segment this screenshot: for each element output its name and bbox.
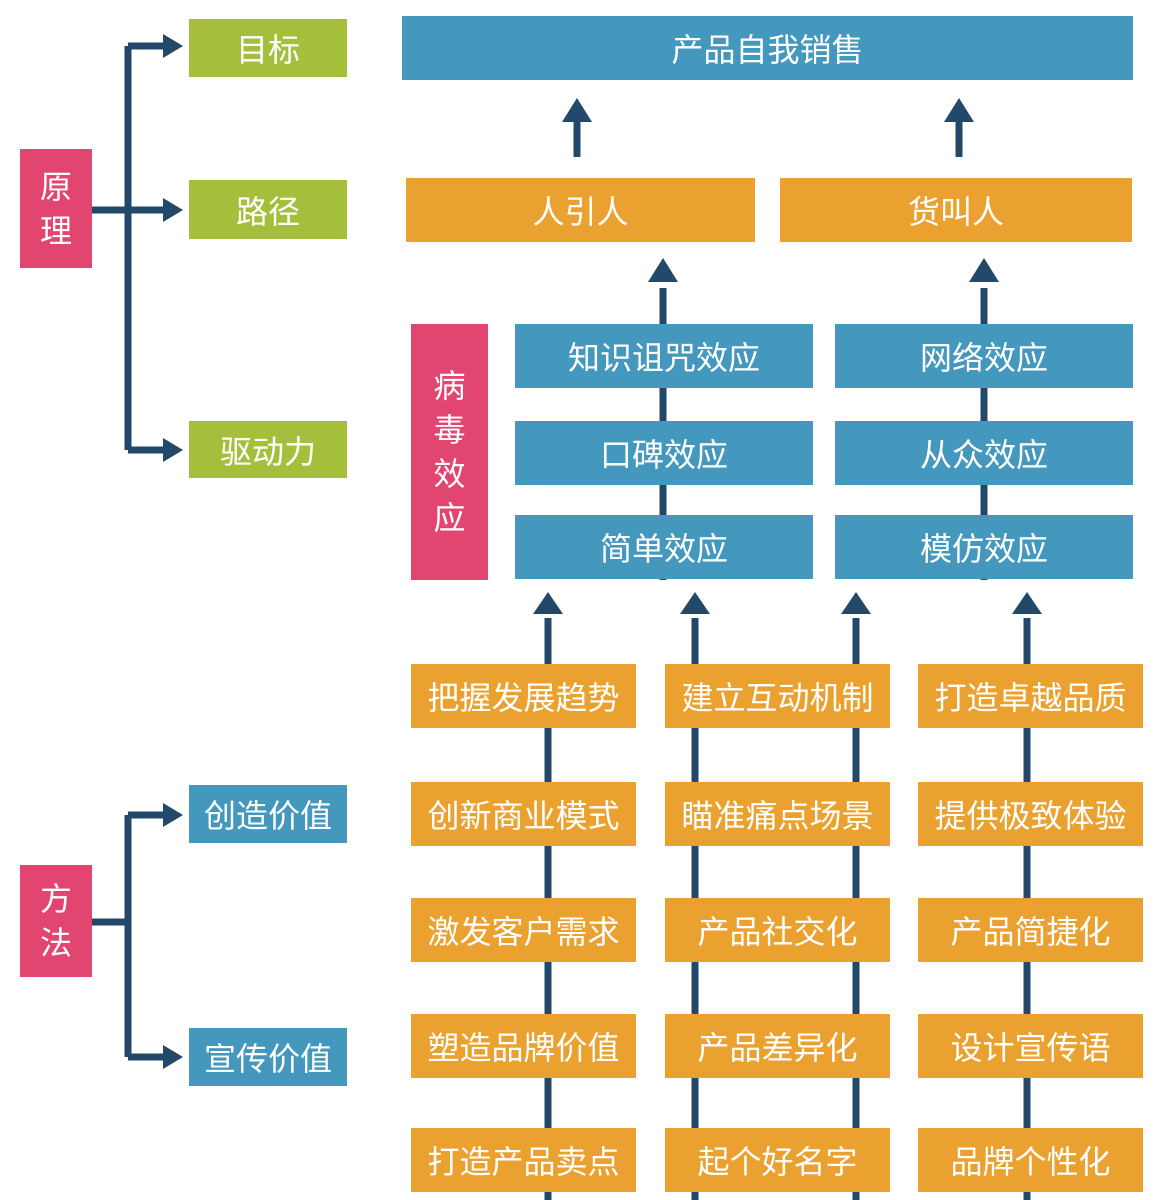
driver-label: 驱动力 (189, 421, 347, 478)
path-box-right: 货叫人 (780, 178, 1132, 242)
method-char: 法 (39, 924, 72, 962)
principle-label: 原 理 (20, 149, 92, 268)
viral-char: 病 (433, 367, 466, 405)
method-col1-item: 把握发展趋势 (411, 664, 636, 728)
method-col3-item: 产品简捷化 (918, 898, 1143, 962)
method-col2-item: 起个好名字 (665, 1128, 890, 1192)
method-col1-item: 塑造品牌价值 (411, 1014, 636, 1078)
method-col2-item: 产品社交化 (665, 898, 890, 962)
promote-value-label: 宣传价值 (189, 1028, 347, 1086)
method-col1-item: 创新商业模式 (411, 782, 636, 846)
path-label: 路径 (189, 180, 347, 239)
method-col1-item: 打造产品卖点 (411, 1128, 636, 1192)
viral-left-1: 知识诅咒效应 (515, 324, 813, 388)
method-col2-item: 瞄准痛点场景 (665, 782, 890, 846)
path-box-left: 人引人 (406, 178, 755, 242)
principle-char: 原 (39, 167, 72, 206)
method-col3-item: 设计宣传语 (918, 1014, 1143, 1078)
method-col2-item: 产品差异化 (665, 1014, 890, 1078)
viral-left-3: 简单效应 (515, 515, 813, 579)
goal-label: 目标 (189, 19, 347, 77)
method-label: 方 法 (20, 865, 92, 977)
method-char: 方 (39, 880, 72, 918)
method-col3-item: 打造卓越品质 (918, 664, 1143, 728)
viral-char: 毒 (433, 411, 466, 449)
goal-box: 产品自我销售 (402, 16, 1133, 80)
viral-right-2: 从众效应 (835, 421, 1133, 485)
principle-char: 理 (39, 211, 72, 250)
method-col1-item: 激发客户需求 (411, 898, 636, 962)
viral-right-1: 网络效应 (835, 324, 1133, 388)
viral-char: 效 (433, 455, 466, 493)
method-col2-item: 建立互动机制 (665, 664, 890, 728)
viral-effect-label: 病 毒 效 应 (411, 324, 488, 580)
viral-left-2: 口碑效应 (515, 421, 813, 485)
method-col3-item: 品牌个性化 (918, 1128, 1143, 1192)
viral-right-3: 模仿效应 (835, 515, 1133, 579)
viral-char: 应 (433, 499, 466, 537)
create-value-label: 创造价值 (189, 785, 347, 843)
method-col3-item: 提供极致体验 (918, 782, 1143, 846)
